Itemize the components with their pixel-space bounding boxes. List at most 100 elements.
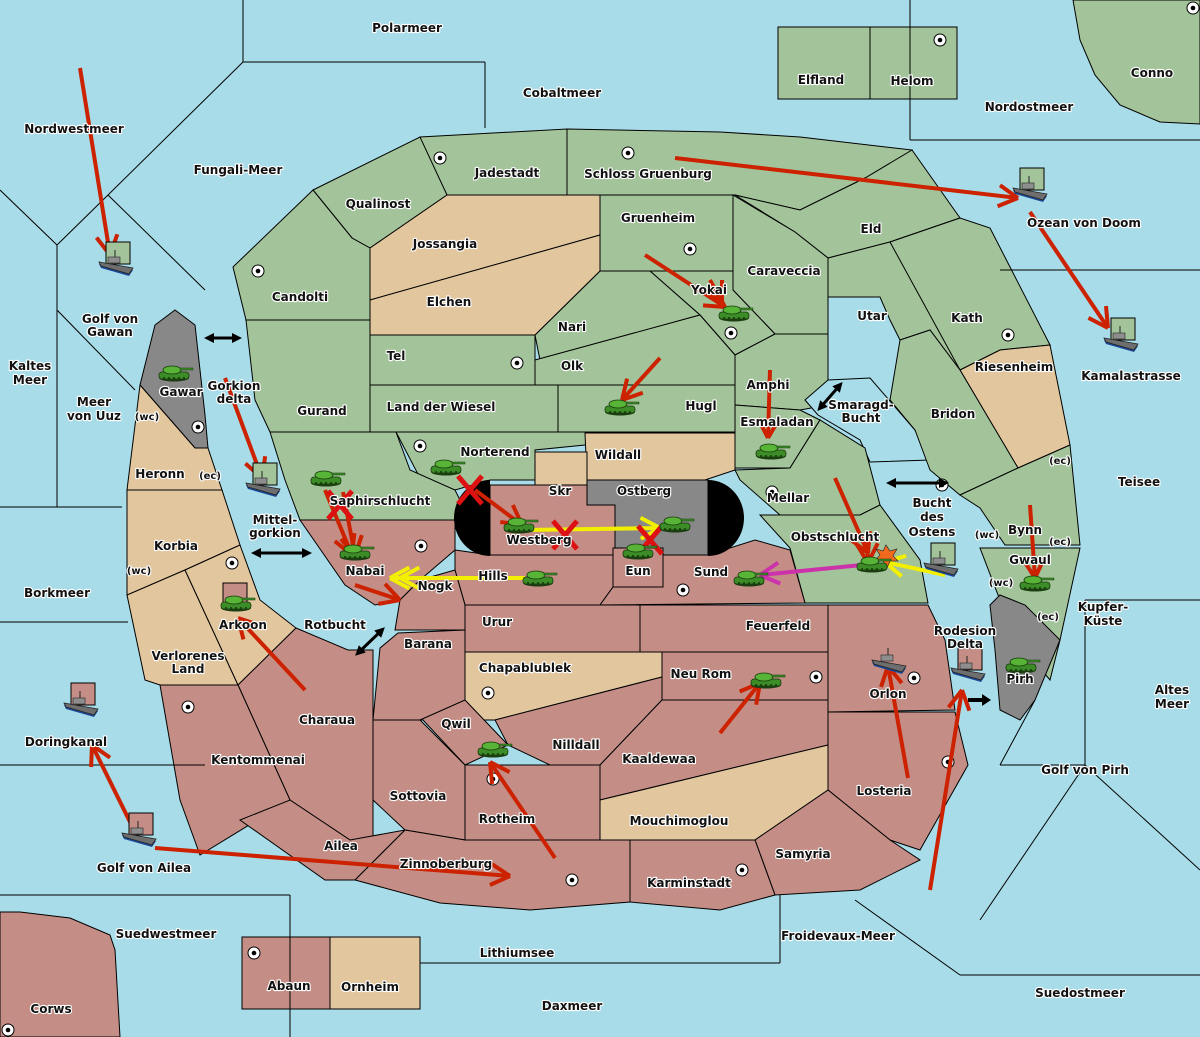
- army-tank-icon: [750, 672, 786, 689]
- label-ec: (ec): [1037, 612, 1059, 623]
- army-unit-nabai[interactable]: [339, 544, 375, 561]
- label-golf-von-ailea: Golf von Ailea: [97, 861, 191, 875]
- army-unit-esmaladan[interactable]: [755, 443, 791, 460]
- supply-center-icon: [181, 700, 195, 714]
- fleet-unit-rodesion-delta[interactable]: [950, 647, 986, 683]
- label-gorkion: gorkion: [249, 526, 301, 540]
- territory-karminstadt[interactable]: [629, 839, 776, 911]
- label-samyria: Samyria: [775, 847, 830, 861]
- army-unit-saphirschlucht[interactable]: [310, 470, 346, 487]
- territory-ornheim[interactable]: [329, 936, 421, 1010]
- label-lithiumsee: Lithiumsee: [480, 946, 555, 960]
- fleet-unit-kamalastrasse[interactable]: [1103, 317, 1139, 353]
- label-urur: Urur: [482, 615, 512, 629]
- army-tank-icon: [718, 305, 754, 322]
- label-kentommenai: Kentommenai: [211, 753, 305, 767]
- supply-center-icon: [724, 326, 738, 340]
- label-nogk: Nogk: [418, 579, 454, 593]
- fleet-unit-golf-von-ailea[interactable]: [121, 812, 157, 848]
- supply-center-icon: [510, 356, 524, 370]
- label-ostberg: Ostberg: [617, 484, 671, 498]
- army-unit-neu-rom[interactable]: [750, 672, 786, 689]
- territory-conno[interactable]: [1072, 0, 1200, 125]
- label-fungali-meer: Fungali-Meer: [194, 163, 283, 177]
- fleet-unit-ozean-von-doom[interactable]: [1012, 167, 1048, 203]
- label-kamalastrasse: Kamalastrasse: [1081, 369, 1181, 383]
- label-golf-von: Golf von: [82, 312, 138, 326]
- sea-border: [1084, 764, 1200, 871]
- territory-gruenheim[interactable]: [599, 194, 734, 272]
- army-unit-gwaul[interactable]: [1019, 575, 1055, 592]
- label-utar: Utar: [857, 309, 887, 323]
- army-tank-icon: [477, 741, 513, 758]
- fleet-unit-mittel-gorkion[interactable]: [245, 462, 281, 498]
- army-unit-westberg[interactable]: [503, 517, 539, 534]
- label-schloss-gruenburg: Schloss Gruenburg: [584, 167, 712, 181]
- sea-border: [56, 309, 136, 391]
- territory-elfland[interactable]: [777, 26, 871, 100]
- territory-helom[interactable]: [869, 26, 958, 100]
- army-unit-hugl[interactable]: [604, 399, 640, 416]
- label-bridon: Bridon: [931, 407, 976, 421]
- label-barana: Barana: [404, 637, 452, 651]
- army-unit-sund[interactable]: [733, 570, 769, 587]
- sea-border: [979, 764, 1086, 921]
- label-cobaltmeer: Cobaltmeer: [523, 86, 601, 100]
- territory-bynn[interactable]: [958, 444, 1081, 546]
- territory-jossangia[interactable]: [369, 194, 601, 301]
- army-unit-qwil[interactable]: [477, 741, 513, 758]
- territory-corws[interactable]: [0, 911, 121, 1037]
- label-charaua: Charaua: [299, 713, 355, 727]
- army-unit-obstschlucht[interactable]: [856, 556, 892, 573]
- army-unit-yokai[interactable]: [718, 305, 754, 322]
- army-unit-gawar[interactable]: [158, 365, 194, 382]
- supply-center-icon: [1186, 1, 1200, 15]
- army-tank-icon: [856, 556, 892, 573]
- territory-zinnoberburg[interactable]: [354, 829, 631, 911]
- territory-heronn[interactable]: [126, 383, 223, 491]
- label-tel: Tel: [387, 349, 406, 363]
- army-tank-icon: [310, 470, 346, 487]
- move-order-arrow: [620, 356, 662, 402]
- label-des: des: [920, 510, 944, 524]
- sea-border: [854, 899, 961, 976]
- label-karminstadt: Karminstadt: [647, 876, 731, 890]
- fleet-unit-bucht-des-ostens[interactable]: [923, 542, 959, 578]
- label-yokai: Yokai: [690, 283, 727, 297]
- label-mouchimoglou: Mouchimoglou: [630, 814, 729, 828]
- label-feuerfeld: Feuerfeld: [746, 619, 811, 633]
- label-delta: delta: [217, 392, 252, 406]
- move-order-arrow: [674, 156, 1020, 209]
- army-tank-icon: [755, 443, 791, 460]
- label-suedostmeer: Suedostmeer: [1035, 986, 1125, 1000]
- army-unit-norterend[interactable]: [430, 459, 466, 476]
- label-jossangia: Jossangia: [412, 237, 477, 251]
- label-qualinost: Qualinost: [346, 197, 411, 211]
- label-land-der-wiesel: Land der Wiesel: [387, 400, 496, 414]
- army-unit-ostberg[interactable]: [659, 516, 695, 533]
- fleet-unit-doringkanal[interactable]: [63, 682, 99, 718]
- army-tank-icon: [733, 570, 769, 587]
- army-tank-icon: [158, 365, 194, 382]
- label-pirh: Pirh: [1006, 672, 1033, 686]
- label-korbia: Korbia: [154, 539, 198, 553]
- fleet-unit-golf-von-gawan[interactable]: [98, 241, 134, 277]
- label-wc: (wc): [135, 412, 159, 423]
- label-ostens: Ostens: [909, 525, 956, 539]
- label-neu-rom: Neu Rom: [671, 667, 732, 681]
- label-conno: Conno: [1131, 66, 1173, 80]
- army-unit-hills[interactable]: [522, 570, 558, 587]
- army-unit-eun[interactable]: [622, 543, 658, 560]
- label-riesenheim: Riesenheim: [975, 360, 1054, 374]
- army-tank-icon: [339, 544, 375, 561]
- army-tank-icon: [503, 517, 539, 534]
- label-obstschlucht: Obstschlucht: [791, 530, 880, 544]
- army-unit-arkoon[interactable]: [220, 595, 256, 612]
- sea-border: [56, 194, 109, 246]
- territory-rotheim[interactable]: [464, 764, 601, 841]
- label-sottovia: Sottovia: [390, 789, 447, 803]
- label-froidevaux-meer: Froidevaux-Meer: [781, 929, 895, 943]
- label-qwil: Qwil: [441, 717, 471, 731]
